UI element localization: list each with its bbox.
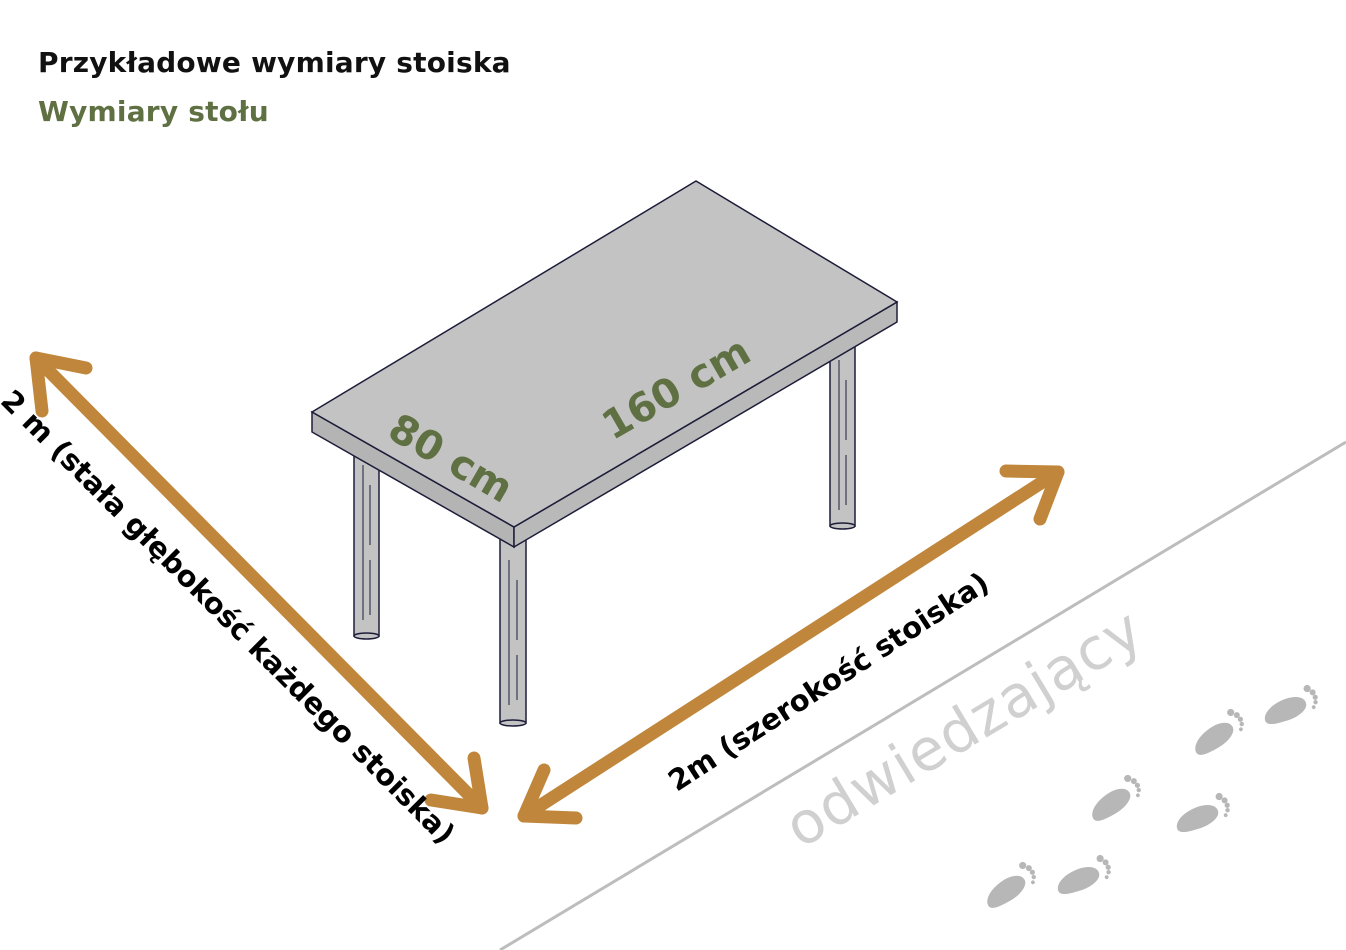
depth-arrow	[29, 351, 489, 815]
table-leg-front-left	[353, 439, 380, 640]
page-subtitle: Wymiary stołu	[38, 95, 269, 128]
table-leg-back-right	[829, 339, 856, 530]
table-top	[310, 180, 899, 549]
footprint-icon	[1085, 771, 1147, 829]
footprint-icon	[1259, 682, 1323, 732]
footprint-icon	[980, 858, 1042, 916]
footprint-icon	[1188, 705, 1250, 763]
walkway-line	[499, 440, 1346, 950]
footprint-icon	[1171, 790, 1235, 840]
width-arrow	[517, 464, 1065, 825]
page-title: Przykładowe wymiary stoiska	[38, 46, 511, 79]
visitor-label: odwiedzający	[773, 595, 1155, 861]
footprint-icon	[1052, 852, 1116, 902]
table-leg-front-right	[499, 534, 527, 727]
